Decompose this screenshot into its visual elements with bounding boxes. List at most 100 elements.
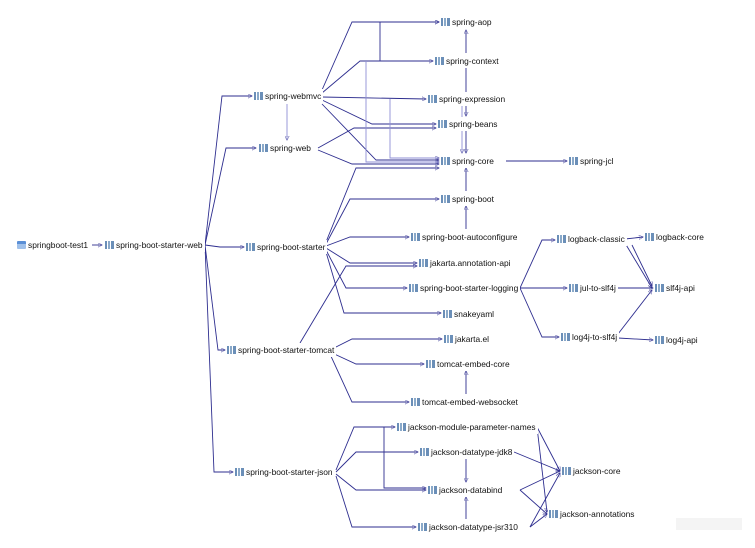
jar-library-icon — [428, 486, 437, 494]
node-slf4j-api[interactable]: slf4j-api — [654, 281, 697, 295]
node-label: springboot-test1 — [28, 240, 89, 250]
node-springboot-test1[interactable]: springboot-test1 — [16, 238, 91, 252]
node-jackson-datatype-jsr310[interactable]: jackson-datatype-jsr310 — [417, 520, 520, 534]
node-spring-core[interactable]: spring-core — [440, 154, 496, 168]
node-log4j-to-slf4j[interactable]: log4j-to-slf4j — [560, 330, 620, 344]
node-snakeyaml[interactable]: snakeyaml — [442, 307, 497, 321]
node-spring-web[interactable]: spring-web — [258, 141, 313, 155]
arrow-web-to-beans — [317, 128, 436, 149]
jar-library-icon — [443, 310, 452, 318]
arrow-logging-to-logback-classic — [519, 240, 555, 289]
maven-project-icon — [17, 241, 26, 249]
node-jakarta-annotation-api[interactable]: jakarta.annotation-api — [418, 256, 513, 270]
jar-library-icon — [235, 468, 244, 476]
jar-library-icon — [562, 467, 571, 475]
arrow-starter-to-snakeyaml — [325, 251, 441, 313]
node-logback-classic[interactable]: logback-classic — [556, 232, 627, 246]
arrow-starter-web-to-tomcat — [204, 244, 225, 350]
arrow-webmvc-to-core — [321, 103, 439, 160]
jar-library-icon — [105, 241, 114, 249]
arrow-starter-web-to-webmvc — [204, 96, 252, 246]
node-label: jul-to-slf4j — [580, 283, 616, 293]
node-label: log4j-to-slf4j — [572, 332, 618, 342]
arrow-webmvc-to-beans — [321, 99, 436, 124]
node-label: spring-boot-starter-json — [246, 467, 333, 477]
arrow-hub-context-aop — [379, 22, 439, 61]
arrow-logback-classic-to-slf4j — [624, 242, 652, 288]
node-label: spring-beans — [449, 119, 498, 129]
arrow-json-to-param-names — [335, 427, 395, 471]
node-label: snakeyaml — [454, 309, 495, 319]
jar-library-icon — [227, 346, 236, 354]
arrow-webmvc-to-context — [321, 61, 433, 94]
node-spring-boot-starter-logging[interactable]: spring-boot-starter-logging — [408, 281, 521, 295]
node-tomcat-embed-websocket[interactable]: tomcat-embed-websocket — [410, 395, 520, 409]
node-label: tomcat-embed-core — [437, 359, 510, 369]
arrow-json-to-databind — [335, 473, 426, 490]
node-label: spring-webmvc — [265, 91, 322, 101]
node-spring-boot-starter-web[interactable]: spring-boot-starter-web — [104, 238, 205, 252]
node-label: spring-expression — [439, 94, 506, 104]
arrow-databind-to-annotations — [519, 489, 547, 514]
node-spring-boot-starter-json[interactable]: spring-boot-starter-json — [234, 465, 335, 479]
node-spring-beans[interactable]: spring-beans — [437, 117, 500, 131]
arrow-web-to-core — [317, 149, 439, 164]
jar-library-icon — [655, 336, 664, 344]
node-jakarta-el[interactable]: jakarta.el — [443, 332, 491, 346]
arrow-json-to-jdk8 — [335, 452, 418, 473]
node-label: jackson-datatype-jdk8 — [431, 447, 513, 457]
jar-library-icon — [441, 157, 450, 165]
arrow-starter-web-to-starter — [204, 244, 244, 247]
node-spring-boot-autoconfigure[interactable]: spring-boot-autoconfigure — [410, 230, 520, 244]
jar-library-icon — [645, 233, 654, 241]
node-jackson-core[interactable]: jackson-core — [561, 464, 623, 478]
node-label: spring-boot-starter-logging — [420, 283, 519, 293]
node-spring-boot-starter-tomcat[interactable]: spring-boot-starter-tomcat — [226, 343, 337, 357]
arrow-log4j-to-slf4j-api — [617, 290, 652, 335]
node-spring-webmvc[interactable]: spring-webmvc — [253, 89, 324, 103]
node-tomcat-embed-core[interactable]: tomcat-embed-core — [425, 357, 512, 371]
node-label: jakarta.annotation-api — [430, 258, 511, 268]
node-label: jakarta.el — [455, 334, 489, 344]
node-spring-context[interactable]: spring-context — [434, 54, 501, 68]
jar-library-icon — [557, 235, 566, 243]
node-label: jackson-module-parameter-names — [408, 422, 536, 432]
arrow-logging-to-log4j-to-slf4j — [519, 287, 559, 337]
node-label: spring-web — [270, 143, 311, 153]
node-label: jackson-databind — [439, 485, 503, 495]
node-label: spring-boot-autoconfigure — [422, 232, 518, 242]
node-jackson-databind[interactable]: jackson-databind — [427, 483, 505, 497]
arrow-logback-core-to-slf4j — [631, 244, 652, 286]
arrow-logback-classic-to-core — [624, 237, 643, 239]
node-logback-core[interactable]: logback-core — [644, 230, 706, 244]
node-spring-jcl[interactable]: spring-jcl — [568, 154, 616, 168]
node-spring-boot[interactable]: spring-boot — [440, 192, 496, 206]
arrow-starter-web-to-web — [204, 148, 256, 246]
arrow-jsr310-to-core — [529, 473, 560, 528]
jar-library-icon — [411, 398, 420, 406]
node-label: jackson-annotations — [560, 509, 635, 519]
arrow-tomcat-to-embed-core — [329, 351, 424, 364]
node-label: logback-core — [656, 232, 704, 242]
node-log4j-api[interactable]: log4j-api — [654, 333, 700, 347]
node-spring-boot-starter[interactable]: spring-boot-starter — [245, 240, 328, 254]
node-jackson-module-parameter-names[interactable]: jackson-module-parameter-names — [396, 420, 538, 434]
jar-library-icon — [569, 284, 578, 292]
node-spring-aop[interactable]: spring-aop — [440, 15, 494, 29]
node-label: spring-boot-starter — [257, 242, 326, 252]
node-label: spring-core — [452, 156, 494, 166]
node-jackson-annotations[interactable]: jackson-annotations — [548, 507, 637, 521]
arrow-param-names-to-core — [536, 426, 560, 471]
jar-library-icon — [254, 92, 263, 100]
jar-library-icon — [438, 120, 447, 128]
jar-library-icon — [409, 284, 418, 292]
arrow-json-to-jsr310 — [335, 475, 416, 527]
arrow-webmvc-to-expression — [321, 96, 426, 99]
arrow-hub-expression-core — [389, 99, 439, 158]
node-spring-expression[interactable]: spring-expression — [427, 92, 508, 106]
node-jackson-datatype-jdk8[interactable]: jackson-datatype-jdk8 — [419, 445, 515, 459]
node-jul-to-slf4j[interactable]: jul-to-slf4j — [568, 281, 618, 295]
arrow-hub-context-core — [365, 61, 439, 162]
node-label: jackson-core — [573, 466, 621, 476]
jar-library-icon — [549, 510, 558, 518]
